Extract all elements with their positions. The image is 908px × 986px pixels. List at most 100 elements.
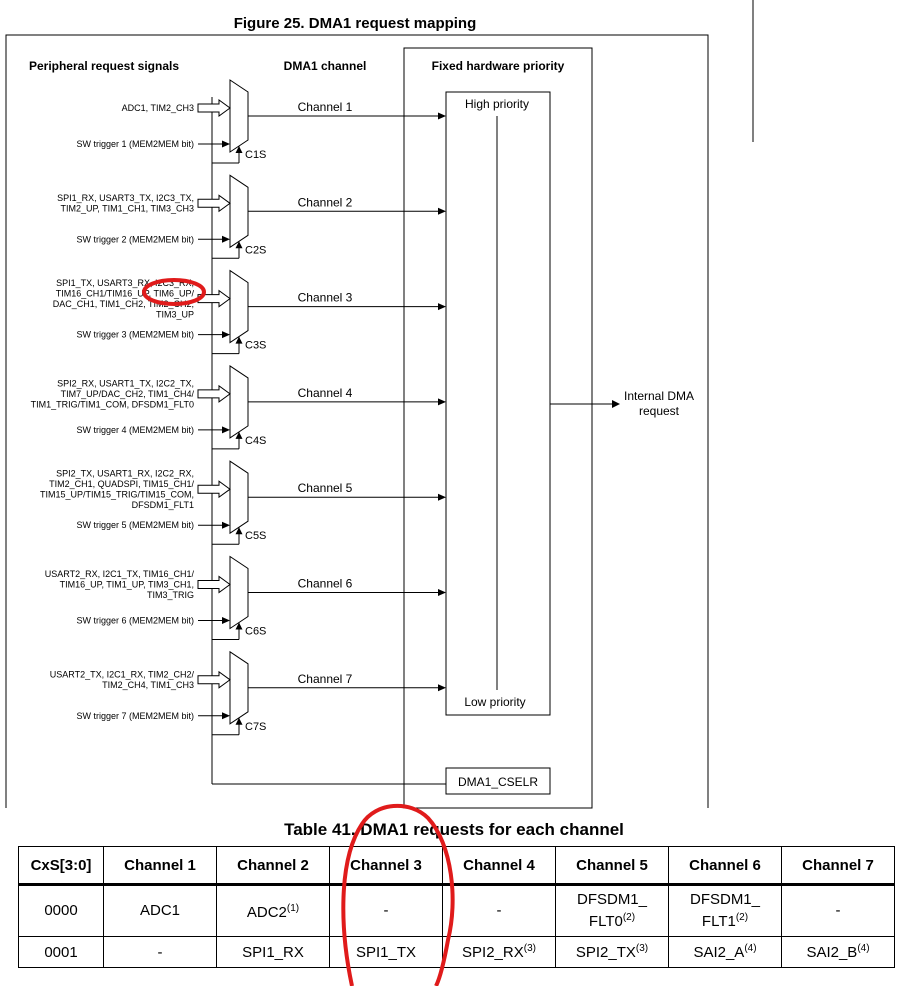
mux-label-2: C2S — [245, 244, 266, 256]
table-row: 0000 ADC1 ADC2(1) - - DFSDM1_FLT0(2) DFS… — [18, 884, 895, 937]
signal-text-7: USART2_TX, I2C1_RX, TIM2_CH2/ — [50, 670, 195, 680]
mux-7 — [229, 650, 249, 725]
cselr-label: DMA1_CSELR — [458, 775, 538, 789]
sw-trigger-4: SW trigger 4 (MEM2MEM bit) — [76, 425, 194, 435]
channel-label-7: Channel 7 — [298, 672, 353, 686]
header-channel-5: Channel 5 — [555, 846, 669, 886]
select-arrow-3 — [235, 336, 243, 344]
channel-label-4: Channel 4 — [298, 386, 353, 400]
channel-arrow-5 — [438, 493, 446, 501]
sw-arrow-5 — [222, 521, 230, 529]
channel-arrow-1 — [438, 112, 446, 120]
mux-label-4: C4S — [245, 435, 266, 447]
sw-trigger-7: SW trigger 7 (MEM2MEM bit) — [76, 711, 194, 721]
signal-text-1: ADC1, TIM2_CH3 — [122, 103, 194, 113]
channel-arrow-7 — [438, 684, 446, 692]
signal-text-4: TIM7_UP/DAC_CH2, TIM1_CH4/ — [61, 389, 195, 399]
cell-ch1: ADC1 — [103, 884, 217, 937]
high-priority-label: High priority — [465, 97, 529, 111]
select-arrow-6 — [235, 622, 243, 630]
annotation-circle-tim6 — [142, 278, 206, 306]
cell-ch2: ADC2(1) — [216, 884, 330, 937]
dma-mapping-diagram: Peripheral request signals DMA1 channel … — [5, 0, 754, 809]
priority-encoder — [445, 91, 551, 716]
cell-ch3: - — [329, 884, 443, 937]
channel-arrow-2 — [438, 207, 446, 215]
cell-ch6: DFSDM1_FLT1(2) — [668, 884, 782, 937]
signal-text-4: SPI2_RX, USART1_TX, I2C2_TX, — [57, 378, 194, 388]
select-arrow-7 — [235, 717, 243, 725]
signal-text-5: TIM2_CH1, QUADSPI, TIM15_CH1/ — [49, 479, 194, 489]
sw-arrow-4 — [222, 426, 230, 434]
signal-arrow-3 — [197, 289, 231, 308]
sw-arrow-2 — [222, 235, 230, 243]
signal-text-3: TIM3_UP — [156, 309, 194, 319]
output-arrow — [612, 400, 620, 408]
header-channel-3: Channel 3 — [329, 846, 443, 886]
select-arrow-1 — [235, 146, 243, 153]
cell-ch2: SPI1_RX — [216, 936, 330, 968]
sw-arrow-7 — [222, 712, 230, 720]
mux-4 — [229, 364, 249, 439]
channel-arrow-3 — [438, 303, 446, 311]
mux-6 — [229, 555, 249, 630]
channel-header: DMA1 channel — [284, 59, 367, 73]
peripheral-header: Peripheral request signals — [29, 59, 179, 73]
cell-ch4: SPI2_RX(3) — [442, 936, 556, 968]
mux-label-1: C1S — [245, 149, 266, 161]
table-title: Table 41. DMA1 requests for each channel — [284, 820, 624, 839]
dma1-requests-table: CxS[3:0] Channel 1 Channel 2 Channel 3 C… — [18, 846, 895, 968]
sw-trigger-1: SW trigger 1 (MEM2MEM bit) — [76, 139, 194, 149]
mux-label-5: C5S — [245, 530, 266, 542]
mux-5 — [229, 460, 249, 535]
signal-arrow-1 — [197, 99, 231, 117]
channel-label-2: Channel 2 — [298, 195, 353, 209]
cell-ch6: SAI2_A(4) — [668, 936, 782, 968]
signal-arrow-7 — [197, 670, 231, 689]
header-channel-7: Channel 7 — [781, 846, 895, 886]
signal-arrow-2 — [197, 194, 231, 213]
sw-arrow-6 — [222, 617, 230, 624]
table-row: 0001 - SPI1_RX SPI1_TX SPI2_RX(3) SPI2_T… — [18, 936, 895, 968]
channel-arrow-6 — [438, 589, 446, 596]
signal-text-5: DFSDM1_FLT1 — [132, 500, 194, 510]
signal-text-2: TIM2_UP, TIM1_CH1, TIM3_CH3 — [60, 204, 194, 214]
signal-text-5: TIM15_UP/TIM15_TRIG/TIM15_COM, — [40, 489, 194, 499]
header-channel-4: Channel 4 — [442, 846, 556, 886]
header-channel-2: Channel 2 — [216, 846, 330, 886]
low-priority-label: Low priority — [464, 695, 525, 709]
select-arrow-5 — [235, 527, 243, 535]
signal-text-6: TIM16_UP, TIM1_UP, TIM3_CH1, — [60, 580, 194, 590]
signal-text-3: DAC_CH1, TIM1_CH2, TIM2_CH2, — [53, 299, 194, 309]
figure-title: Figure 25. DMA1 request mapping — [233, 15, 477, 32]
signal-arrow-4 — [197, 384, 231, 403]
mux-label-6: C6S — [245, 626, 266, 638]
signal-arrow-5 — [197, 480, 231, 499]
mux-3 — [229, 269, 249, 344]
cell-cxs: 0001 — [18, 936, 104, 968]
cell-ch5: DFSDM1_FLT0(2) — [555, 884, 669, 937]
signal-text-2: SPI1_RX, USART3_TX, I2C3_TX, — [57, 193, 194, 203]
signal-text-6: USART2_RX, I2C1_TX, TIM16_CH1/ — [45, 569, 195, 579]
figure-frame — [5, 34, 709, 808]
channel-rows: ADC1, TIM2_CH3 SW trigger 1 (MEM2MEM bit)… — [31, 79, 446, 736]
cell-ch5: SPI2_TX(3) — [555, 936, 669, 968]
cell-ch7: SAI2_B(4) — [781, 936, 895, 968]
channel-label-3: Channel 3 — [298, 291, 353, 305]
mux-2 — [229, 174, 249, 249]
cell-ch1: - — [103, 936, 217, 968]
table-header-row: CxS[3:0] Channel 1 Channel 2 Channel 3 C… — [18, 846, 895, 886]
select-arrow-2 — [235, 241, 243, 249]
sw-trigger-6: SW trigger 6 (MEM2MEM bit) — [76, 616, 194, 626]
signal-text-7: TIM2_CH4, TIM1_CH3 — [102, 680, 194, 690]
mux-1 — [229, 79, 249, 153]
channel-label-6: Channel 6 — [298, 577, 353, 591]
priority-block — [403, 47, 593, 809]
sw-trigger-3: SW trigger 3 (MEM2MEM bit) — [76, 330, 194, 340]
signal-text-6: TIM3_TRIG — [147, 590, 194, 600]
sw-trigger-5: SW trigger 5 (MEM2MEM bit) — [76, 520, 194, 530]
sw-arrow-1 — [222, 140, 230, 148]
mux-label-3: C3S — [245, 340, 266, 352]
signal-text-4: TIM1_TRIG/TIM1_COM, DFSDM1_FLT0 — [31, 399, 194, 409]
output-label-2: request — [639, 404, 680, 418]
